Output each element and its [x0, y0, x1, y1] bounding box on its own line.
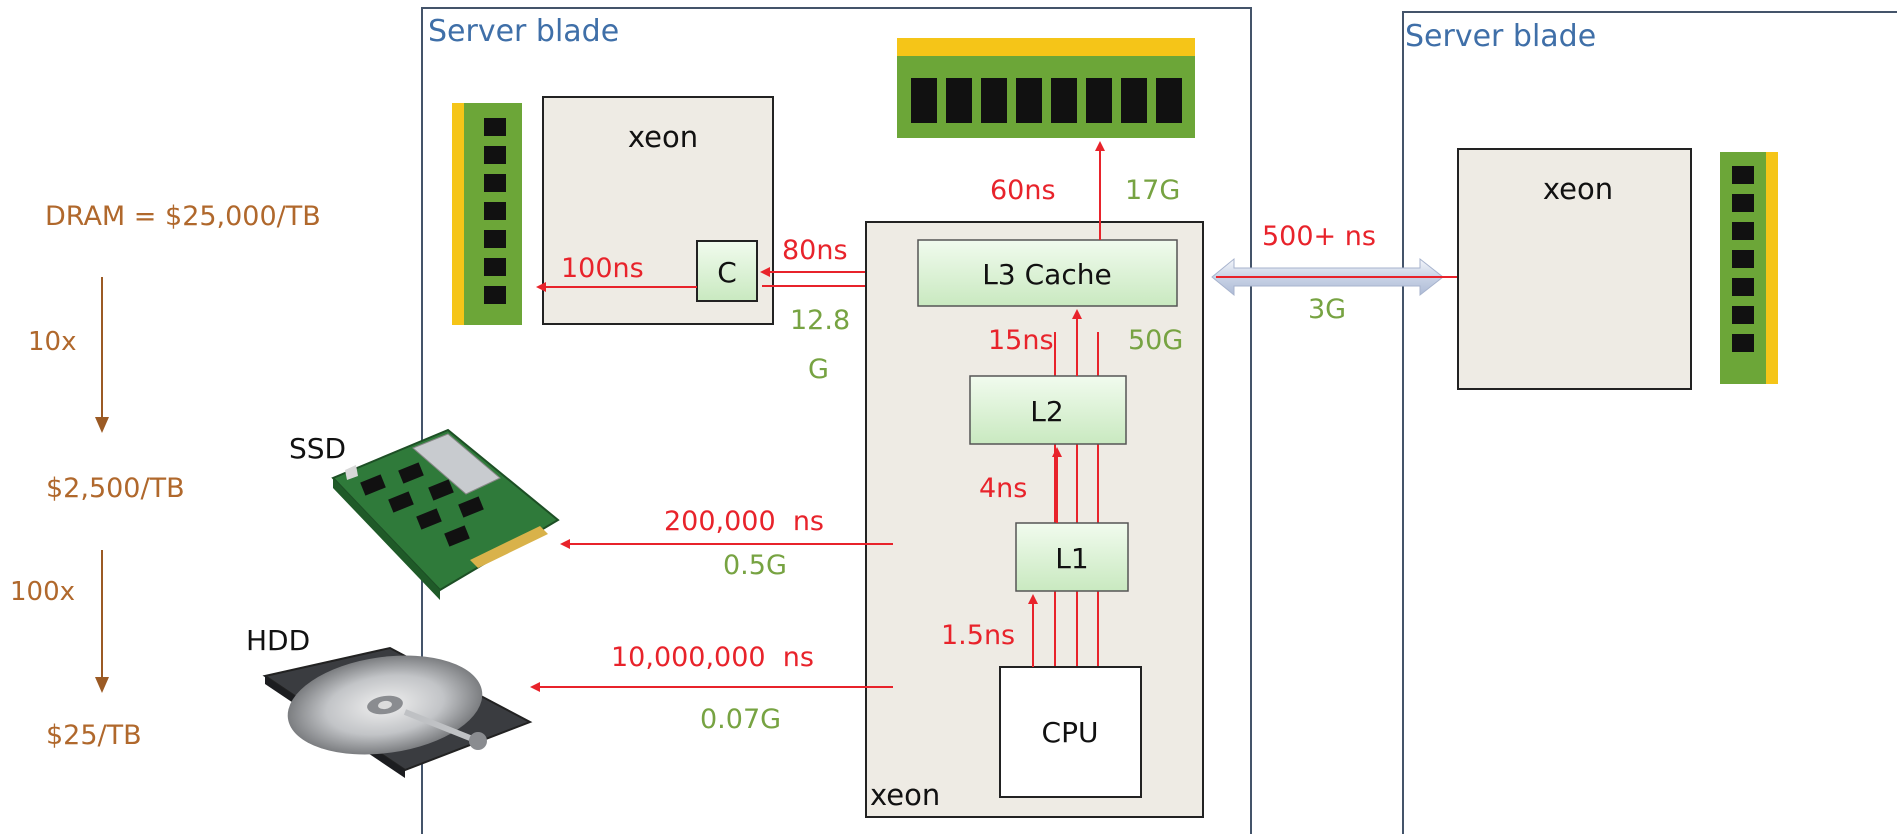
ram-stick-left	[452, 103, 522, 325]
hdd-label: HDD	[246, 624, 310, 657]
cost-factor-10x: 10x	[28, 327, 76, 357]
hdd-cost-label: $25/TB	[46, 720, 142, 751]
ssd-label: SSD	[289, 432, 346, 465]
cpu-label: CPU	[1042, 716, 1099, 749]
l3-cache	[917, 239, 1178, 307]
ssd-cost-label: $2,500/TB	[46, 473, 185, 504]
l1-cache-label: L1	[1055, 542, 1088, 575]
remote-dram-latency: 100ns	[561, 253, 644, 284]
l2-cache	[969, 375, 1127, 445]
cost-factor-100x: 100x	[10, 577, 75, 607]
l1-latency: 1.5ns	[941, 620, 1015, 651]
server-blade-left-label: Server blade	[428, 14, 619, 49]
l3-latency: 15ns	[988, 325, 1054, 356]
l2-latency: 4ns	[979, 473, 1027, 504]
server-blade-right-label: Server blade	[1405, 19, 1596, 54]
ram-stick-top	[897, 38, 1195, 138]
l3-cache-label: L3 Cache	[982, 258, 1111, 291]
ssd-image	[331, 428, 560, 600]
ssd-bandwidth: 0.5G	[723, 550, 787, 581]
remote-blade-latency: 500+ ns	[1262, 221, 1376, 252]
xeon-chip-left-label: xeon	[628, 120, 698, 154]
xeon-chip-right-label: xeon	[1543, 172, 1613, 206]
controller-bandwidth-line2: G	[808, 354, 829, 385]
server-blade-left	[421, 7, 1252, 838]
controller-latency: 80ns	[782, 235, 848, 266]
dram-local-latency: 60ns	[990, 175, 1056, 206]
dram-local-bandwidth: 17G	[1125, 175, 1180, 206]
ram-stick-right	[1720, 152, 1778, 384]
hdd-bandwidth: 0.07G	[700, 704, 781, 735]
xeon-chip-main-label: xeon	[870, 778, 940, 812]
memory-controller-label: C	[717, 256, 737, 289]
ssd-latency: 200,000 ns	[664, 506, 824, 537]
server-blade-right	[1402, 11, 1897, 838]
xeon-chip-right	[1457, 148, 1692, 390]
hdd-image	[262, 646, 533, 778]
cpu-box	[999, 666, 1142, 798]
memory-controller	[696, 240, 758, 302]
controller-bandwidth-line1: 12.8	[790, 305, 850, 336]
l1-cache	[1015, 522, 1129, 592]
l3-bandwidth: 50G	[1128, 325, 1183, 356]
remote-blade-bandwidth: 3G	[1308, 294, 1346, 325]
l2-cache-label: L2	[1030, 395, 1063, 428]
hdd-latency: 10,000,000 ns	[611, 642, 814, 673]
dram-cost-label: DRAM = $25,000/TB	[45, 201, 321, 232]
